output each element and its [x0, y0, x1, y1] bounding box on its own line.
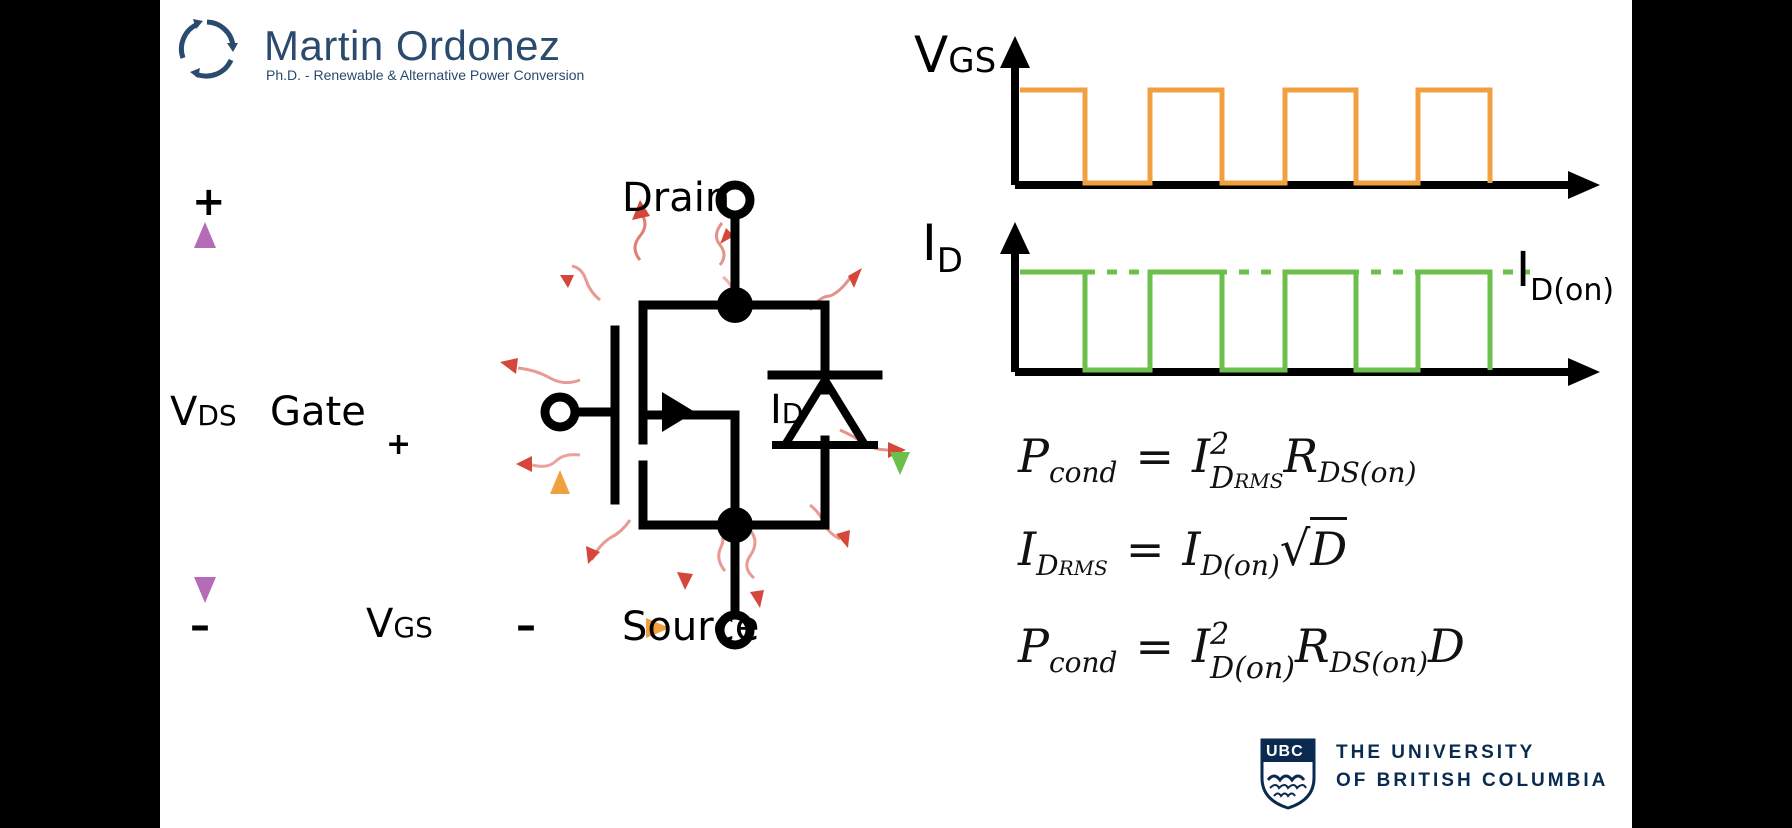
- vds-arrow: [194, 222, 216, 603]
- vgs-arrows: [550, 470, 670, 638]
- ubc-badge: UBC: [1266, 743, 1304, 760]
- logo-icon: [178, 19, 238, 79]
- heat-arrow-head: [720, 228, 734, 244]
- vgs-y-arrow-icon: [1000, 36, 1030, 68]
- heat-arrow-head: [848, 268, 862, 288]
- gate-label: Gate: [270, 389, 366, 435]
- vds-plus: +: [192, 179, 226, 225]
- heat-arrow: [531, 453, 581, 468]
- heat-arrow-head: [516, 456, 532, 472]
- heat-arrow: [632, 200, 650, 261]
- heat-arrows: [500, 200, 906, 608]
- drain-label: Drain: [622, 175, 731, 221]
- source-terminal: [715, 610, 755, 650]
- heat-arrow-head: [750, 590, 764, 608]
- wave-idon-label: ID(on): [1516, 242, 1615, 308]
- mosfet-diagram: [194, 180, 910, 650]
- vgs-minus: –: [516, 603, 536, 649]
- body-diode-arrow-icon: [662, 392, 695, 432]
- ubc-line-1: THE UNIVERSITY: [1336, 742, 1536, 763]
- node-dot-drain: [717, 287, 753, 323]
- id-label: ID: [770, 387, 804, 433]
- vds-minus: –: [190, 603, 210, 649]
- ubc-line-2: OF BRITISH COLUMBIA: [1336, 770, 1609, 791]
- heat-arrow-head: [677, 572, 693, 590]
- id-arrow: [890, 350, 910, 475]
- heat-arrow: [715, 222, 726, 266]
- heat-arrow: [571, 264, 601, 302]
- gate-plus: +: [386, 427, 412, 462]
- equation-2: IDRMS=ID(on)√D: [1018, 517, 1348, 580]
- vgs-label: VGS: [366, 601, 433, 647]
- slide: Martin Ordonez Ph.D. - Renewable & Alter…: [160, 0, 1632, 828]
- logo-name: Martin Ordonez: [264, 22, 561, 69]
- waveforms: [1000, 36, 1600, 386]
- drain-terminal: [715, 180, 755, 220]
- gate-terminal: [540, 392, 580, 432]
- heat-arrow: [517, 366, 581, 385]
- wave-id-label: ID: [922, 214, 963, 281]
- ubc-crest-icon: [1260, 738, 1316, 810]
- id-y-arrow-icon: [1000, 222, 1030, 254]
- logo-tagline: Ph.D. - Renewable & Alternative Power Co…: [266, 67, 585, 83]
- heat-arrow-head: [500, 358, 518, 374]
- vgs-x-arrow-icon: [1568, 171, 1600, 199]
- heat-arrow-head: [560, 275, 574, 288]
- vgs-axes: [1011, 62, 1570, 189]
- vgs-waveform: [1020, 87, 1493, 186]
- heat-arrow: [745, 529, 757, 580]
- id-axes: [1011, 248, 1570, 376]
- id-waveform: [1020, 269, 1493, 373]
- heat-arrow-head: [836, 530, 850, 548]
- vds-label: VDS: [170, 389, 237, 435]
- heat-arrow-head: [586, 546, 600, 564]
- node-dot-source: [717, 507, 753, 543]
- id-x-arrow-icon: [1568, 358, 1600, 386]
- wave-vgs-label: VGS: [914, 26, 997, 84]
- source-label: Source: [622, 604, 760, 650]
